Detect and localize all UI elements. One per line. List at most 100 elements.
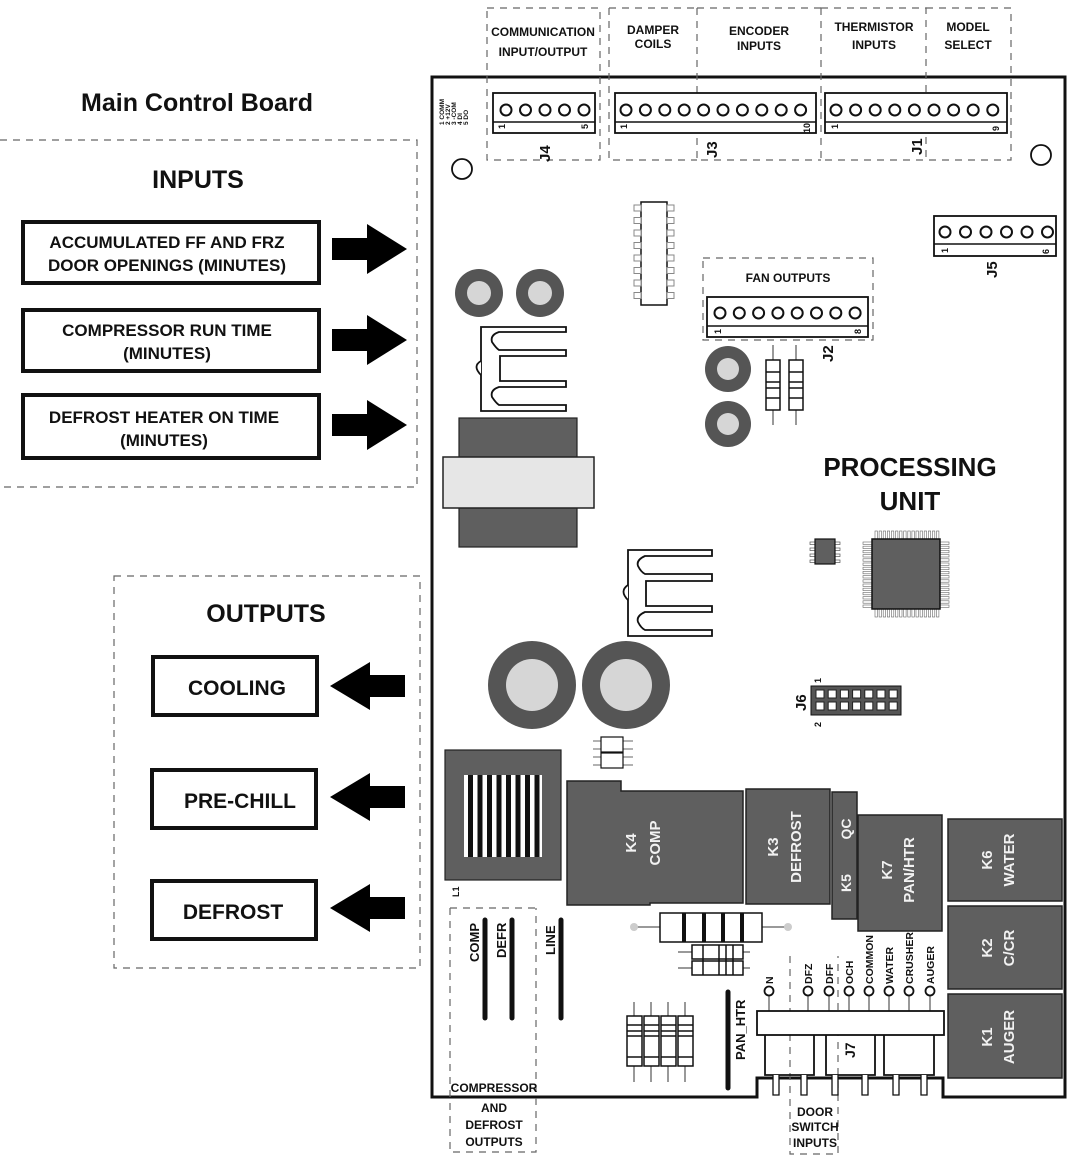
connector-pin	[732, 306, 746, 320]
connector-label-j3: J3	[704, 141, 721, 158]
mounting-hole	[1030, 144, 1052, 166]
ic-pin	[633, 204, 642, 212]
input-label-line1: COMPRESSOR RUN TIME	[62, 321, 272, 340]
pin-terminal	[883, 985, 895, 997]
connector-pin	[538, 103, 552, 117]
connector-j4: 1 5 J4	[492, 92, 596, 162]
pin-terminal	[763, 985, 775, 997]
relay-k6: K6 WATER	[947, 818, 1063, 902]
relay-id: K5	[838, 874, 854, 892]
resistor-body	[643, 1015, 660, 1067]
j7-pin-label: OCH	[844, 961, 856, 984]
microcontroller-chip	[862, 530, 950, 618]
connector-pin	[577, 103, 591, 117]
ic-pin	[862, 596, 873, 600]
input-label-line1: ACCUMULATED FF AND FRZ	[49, 233, 284, 252]
input-box-door-openings: ACCUMULATED FF AND FRZ DOOR OPENINGS (MI…	[21, 220, 321, 285]
header-pin	[888, 689, 898, 699]
pin-number: 1	[619, 124, 629, 129]
connector-pin	[907, 103, 921, 117]
connector-label-j4: J4	[537, 145, 554, 162]
connector-label-j7: J7	[842, 1042, 858, 1058]
input-label-line2: (MINUTES)	[123, 344, 211, 363]
header-pin	[839, 689, 849, 699]
connector-pin	[774, 103, 788, 117]
connector-pin	[1020, 225, 1034, 239]
connector-j6: 1 2 J6	[793, 678, 902, 727]
outputs-heading: OUTPUTS	[206, 600, 325, 628]
pin-number: 2	[813, 722, 823, 727]
pin-number: 1	[940, 248, 950, 253]
arrow-left-icon	[330, 662, 405, 710]
group-label-damper: DAMPER	[627, 23, 679, 37]
ic-pin	[939, 554, 950, 558]
ic-pin	[633, 229, 642, 237]
connector-pin	[794, 103, 808, 117]
connector-label-j2: J2	[820, 345, 837, 362]
ic-pin	[939, 596, 950, 600]
inductor-l1: L1	[444, 749, 562, 897]
connector-pin	[938, 225, 952, 239]
relay-k1: K1 AUGER	[947, 993, 1063, 1079]
relay-label: DEFROST	[788, 811, 805, 883]
ic-pin	[666, 204, 675, 212]
outputs-group: OUTPUTS COOLING PRE-CHILL DEFROST	[113, 575, 421, 969]
j7-pin-label: DFF	[824, 963, 836, 984]
j7-pin-label: WATER	[884, 946, 896, 984]
small-component	[593, 736, 633, 769]
relay-id: K4	[623, 833, 640, 853]
group-label-communication-2: INPUT/OUTPUT	[499, 45, 588, 59]
ic-pin	[666, 279, 675, 287]
connector-pin	[1041, 225, 1054, 239]
ic-pin	[939, 558, 950, 562]
group-label-model-2: SELECT	[944, 38, 992, 52]
terminal-label-line: LINE	[543, 925, 558, 955]
header-pin	[815, 701, 825, 711]
output-box-cooling	[151, 655, 319, 717]
ic-pin	[939, 575, 950, 579]
pin-number: 1	[830, 124, 840, 129]
connector-pin	[735, 103, 749, 117]
relay-id: K3	[765, 837, 782, 856]
group-label-model: MODEL	[946, 20, 989, 34]
ic-pin	[939, 583, 950, 587]
terminal-label-comp: COMP	[467, 923, 482, 962]
terminal-label-defr: DEFR	[494, 922, 509, 958]
ic-pin	[862, 583, 873, 587]
diagram-title: Main Control Board	[81, 89, 313, 117]
connector-pin	[519, 103, 532, 117]
input-label-line2: DOOR OPENINGS (MINUTES)	[48, 256, 286, 275]
header-pin	[827, 689, 837, 699]
top-connector-groups: COMMUNICATION INPUT/OUTPUT DAMPER COILS …	[486, 7, 1012, 161]
connector-pin	[677, 103, 691, 117]
legend-line: 1 COMM	[439, 99, 446, 125]
output-label-pre-chill: PRE-CHILL	[184, 790, 296, 813]
j7-pin-label: N	[764, 976, 776, 984]
relay-k4: K4 COMP	[566, 780, 744, 906]
header-pin	[876, 689, 886, 699]
connector-pin	[558, 103, 571, 117]
connector-pin	[829, 306, 843, 320]
legend-line: 3 -COM	[451, 102, 458, 125]
ic-pin	[939, 550, 950, 554]
output-box-defrost	[150, 879, 318, 941]
connector-pin	[986, 103, 1000, 117]
ic-pin	[939, 571, 950, 575]
ic-pin	[939, 600, 950, 604]
ic-pin	[939, 541, 950, 545]
group-label-thermistor: THERMISTOR	[834, 20, 913, 34]
arrow-right-icon	[332, 400, 407, 450]
ic-pin	[939, 566, 950, 570]
ic-pin	[862, 592, 873, 596]
header-pin	[888, 701, 898, 711]
processing-unit-label-2: UNIT	[880, 486, 941, 516]
ic-pin	[666, 242, 675, 249]
connector-pin	[697, 103, 711, 117]
j4-pin-legend: 1 COMM 2 +12V 3 -COM 4 DI 5 DO	[439, 99, 470, 125]
ic-pin	[862, 550, 873, 554]
pin-terminal	[802, 985, 814, 997]
arrow-left-icon	[330, 773, 405, 821]
group-label-door: DOOR	[797, 1105, 833, 1119]
connector-pin	[790, 306, 804, 320]
ic-pin	[939, 587, 950, 591]
